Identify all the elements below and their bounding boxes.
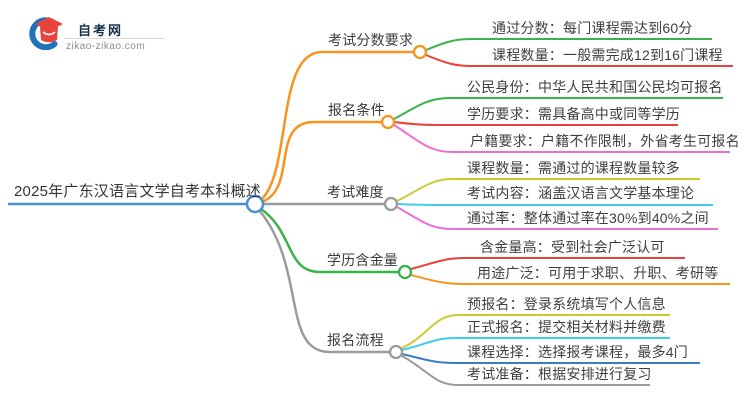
- logo-domain: zikao-zikao.com: [66, 41, 146, 52]
- leaf-line-residency-req: [393, 124, 730, 153]
- branch-line-exam-score: [261, 50, 413, 200]
- leaf-line-pass-rate: [396, 206, 718, 230]
- logo-icon: [29, 17, 63, 50]
- leaf-line-exam-content: [396, 203, 713, 206]
- root-node-circle[interactable]: [245, 194, 265, 214]
- leaf-line-pass-score: [425, 38, 712, 51]
- leaf-line-wide-use: [410, 274, 730, 285]
- logo-title[interactable]: 自考网: [78, 23, 124, 38]
- leaf-pass-score[interactable]: 通过分数：每门课程需达到60分: [492, 20, 693, 36]
- branch-line-signup-conditions: [261, 120, 381, 204]
- leaf-residency-req[interactable]: 户籍要求：户籍不作限制，外省考生可报名: [470, 133, 740, 149]
- branch-label-exam-score[interactable]: 考试分数要求: [328, 32, 414, 48]
- leaf-pre-registration[interactable]: 预报名：登录系统填写个人信息: [467, 296, 666, 312]
- branch-label-exam-difficulty[interactable]: 考试难度: [327, 184, 384, 200]
- leaf-line-high-value: [410, 257, 685, 270]
- leaf-line-citizenship: [393, 97, 723, 120]
- branch-label-signup-conditions[interactable]: 报名条件: [328, 102, 385, 118]
- site-logo[interactable]: 自考网 zikao-zikao.com: [28, 16, 164, 52]
- leaf-line-formal-registration: [401, 337, 670, 351]
- leaf-course-selection[interactable]: 课程选择：选择报考课程，最多4门: [467, 344, 688, 360]
- logo-smile-shape: [42, 31, 56, 36]
- branch-label-signup-process[interactable]: 报名流程: [327, 332, 384, 348]
- branch-line-signup-process: [258, 209, 389, 354]
- branch-node-exam-difficulty[interactable]: [383, 196, 399, 212]
- leaf-citizenship[interactable]: 公民身份：中华人民共和国公民均可报名: [467, 79, 723, 95]
- branch-line-degree-value: [260, 207, 398, 274]
- leaf-formal-registration[interactable]: 正式报名：提交相关材料并缴费: [467, 319, 666, 335]
- leaf-line-exam-preparation: [401, 355, 650, 386]
- branch-node-exam-score[interactable]: [412, 44, 428, 60]
- leaf-line-course-selection: [401, 353, 700, 364]
- root-topic[interactable]: 2025年广东汉语言文学自考本科概述: [14, 183, 261, 200]
- leaf-exam-preparation[interactable]: 考试准备：根据安排进行复习: [467, 366, 652, 382]
- branch-label-degree-value[interactable]: 学历含金量: [327, 252, 398, 268]
- leaf-line-education-req: [393, 121, 678, 126]
- leaf-high-value[interactable]: 含金量高：受到社会广泛认可: [480, 239, 665, 255]
- leaf-education-req[interactable]: 学历要求：需具备高中或同等学历: [467, 106, 680, 122]
- leaf-line-course-count: [425, 54, 733, 67]
- branch-node-degree-value[interactable]: [397, 264, 413, 280]
- leaf-wide-use[interactable]: 用途广泛：可用于求职、升职、考研等: [477, 265, 719, 281]
- leaf-course-count[interactable]: 课程数量：一般需完成12到16门课程: [492, 47, 723, 63]
- leaf-pass-rate[interactable]: 通过率：整体通过率在30%到40%之间: [467, 210, 709, 226]
- leaf-line-pre-registration: [401, 314, 670, 349]
- branch-node-signup-conditions[interactable]: [380, 114, 396, 130]
- branch-node-signup-process[interactable]: [388, 344, 404, 360]
- leaf-difficulty-course-count[interactable]: 课程数量：需通过的课程数量较多: [467, 160, 680, 176]
- logo-divider: [64, 38, 164, 39]
- leaf-exam-content[interactable]: 考试内容：涵盖汉语言文学基本理论: [467, 185, 695, 201]
- leaf-line-difficulty-course-count: [396, 178, 700, 202]
